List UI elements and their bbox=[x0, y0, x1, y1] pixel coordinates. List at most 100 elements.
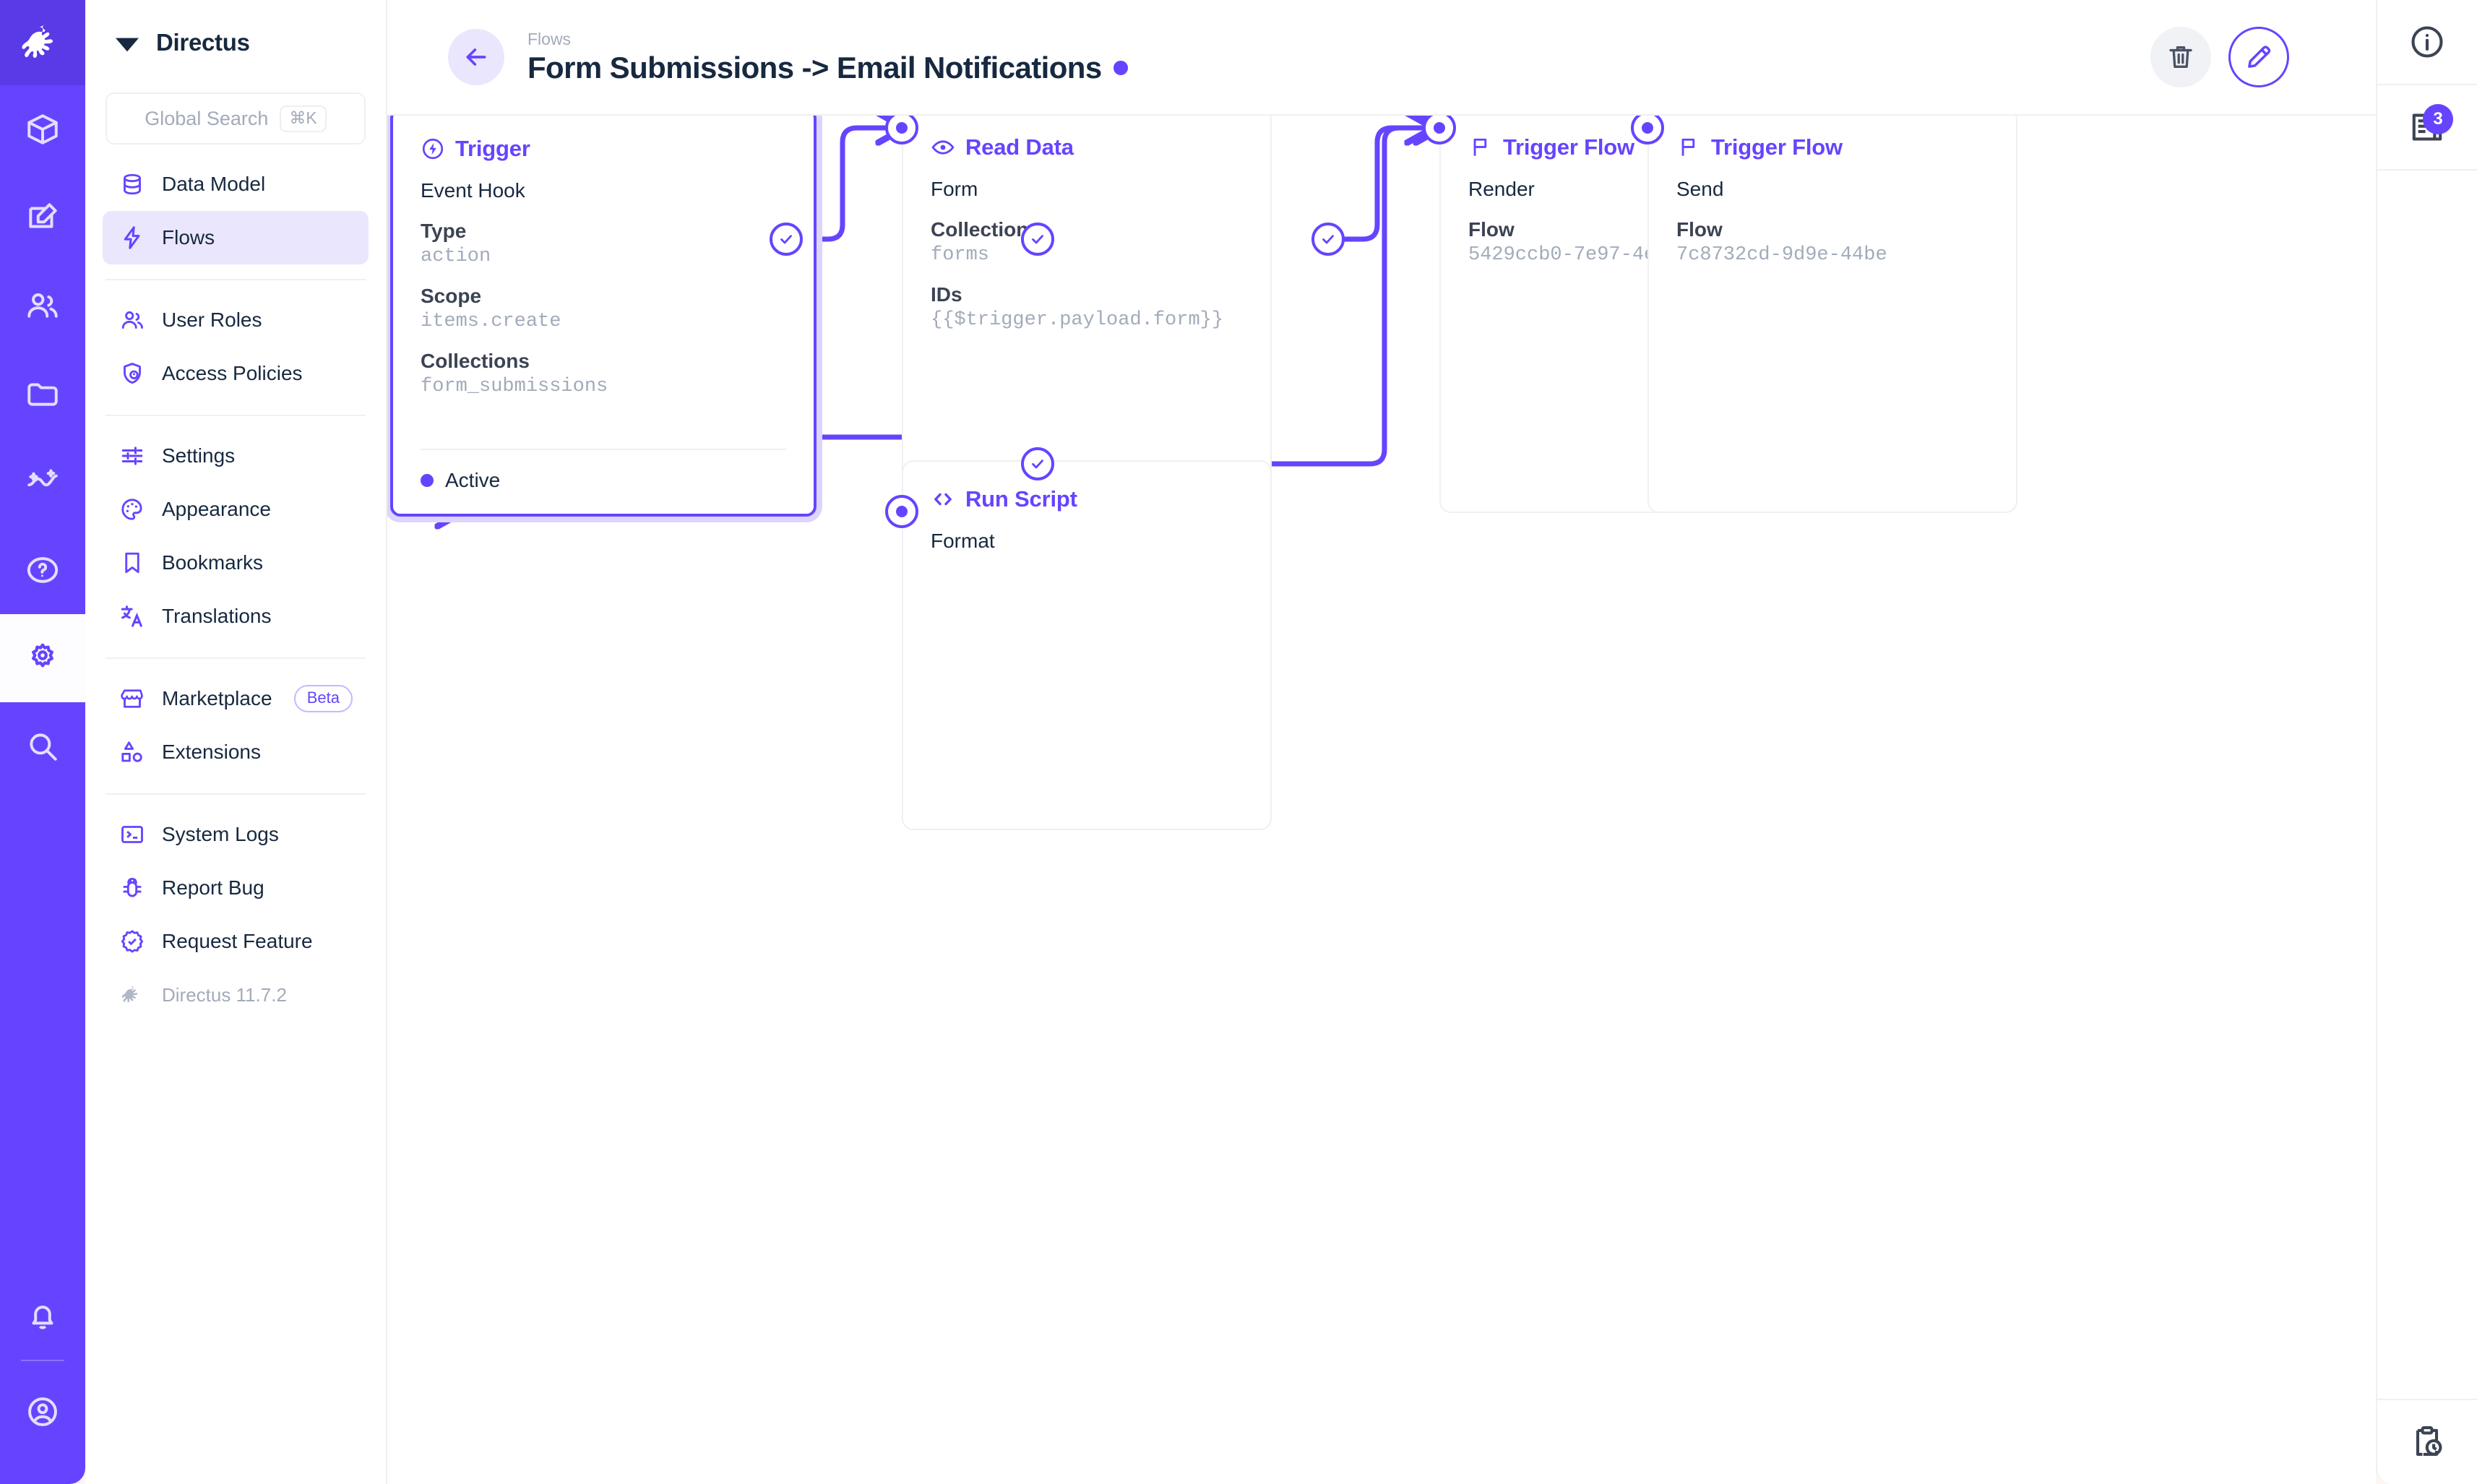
sidebar-item-version: Directus 11.7.2 bbox=[103, 968, 369, 1022]
node-field: Flow 5429ccb0-7e97-4ef5-9d65-2b… bbox=[1468, 218, 1780, 266]
delete-button[interactable] bbox=[2150, 27, 2211, 87]
sidebar-item-label: Access Policies bbox=[162, 362, 303, 384]
rail-item-file-library[interactable] bbox=[0, 350, 85, 438]
storefront-icon bbox=[119, 685, 146, 712]
back-button[interactable] bbox=[448, 29, 504, 85]
sidebar-item-user-roles[interactable]: User Roles bbox=[103, 293, 369, 347]
version-label: Directus 11.7.2 bbox=[162, 983, 287, 1006]
field-value: 7c8732cd-9d9e-44be bbox=[1676, 244, 1887, 266]
sidebar-item-bookmarks[interactable]: Bookmarks bbox=[103, 536, 369, 590]
field-value: {{$trigger.payload.form}} bbox=[931, 309, 1224, 331]
header-actions bbox=[2150, 27, 2289, 87]
node-field: Flow 7c8732cd-9d9e-44be bbox=[1676, 218, 1989, 266]
directus-mark-icon bbox=[116, 38, 139, 52]
rail-item-notifications[interactable] bbox=[0, 1272, 85, 1360]
port-trigger-flow-render-resolve[interactable] bbox=[1311, 223, 1345, 256]
rail-item-editor[interactable] bbox=[0, 173, 85, 262]
sidebar-item-system-logs[interactable]: System Logs bbox=[103, 808, 369, 861]
node-title-label: Trigger Flow bbox=[1711, 134, 1843, 160]
bolt-circle-icon bbox=[421, 137, 445, 161]
node-title: Trigger Flow bbox=[1676, 134, 1989, 160]
node-title-label: Trigger Flow bbox=[1503, 134, 1634, 160]
users-icon bbox=[27, 293, 58, 318]
field-label: Collections bbox=[421, 350, 530, 372]
sidebar-item-request-feature[interactable]: Request Feature bbox=[103, 915, 369, 968]
directus-logo[interactable] bbox=[0, 0, 85, 85]
sidebar-item-appearance[interactable]: Appearance bbox=[103, 483, 369, 536]
port-read-data-input[interactable] bbox=[885, 116, 918, 144]
header-titles: Flows Form Submissions -> Email Notifica… bbox=[527, 30, 1128, 85]
field-label: Collection bbox=[931, 218, 1029, 241]
sidebar-item-marketplace[interactable]: Marketplace Beta bbox=[103, 672, 369, 725]
sidebar-item-settings[interactable]: Settings bbox=[103, 429, 369, 483]
status-badge bbox=[1113, 60, 1128, 75]
tune-icon bbox=[119, 442, 146, 470]
node-key-label: Form bbox=[931, 178, 978, 200]
node-title: Read Data bbox=[931, 134, 1243, 160]
rail-item-help[interactable] bbox=[0, 526, 85, 614]
field-label: Flow bbox=[1468, 218, 1515, 241]
node-title-label: Run Script bbox=[965, 486, 1077, 512]
activity-button[interactable] bbox=[2377, 1399, 2477, 1484]
node-title: Trigger Flow bbox=[1468, 134, 1780, 160]
sidebar-item-extensions[interactable]: Extensions bbox=[103, 725, 369, 779]
beta-badge: Beta bbox=[293, 685, 353, 712]
shapes-icon bbox=[119, 738, 146, 766]
port-trigger-flow-send-input[interactable] bbox=[1631, 116, 1664, 144]
rail-item-settings[interactable] bbox=[0, 614, 85, 702]
sidebar-item-label: Settings bbox=[162, 444, 236, 467]
sidebar-item-label: Translations bbox=[162, 605, 272, 627]
port-run-script-resolve[interactable] bbox=[1021, 447, 1054, 480]
page-title: Form Submissions -> Email Notifications bbox=[527, 50, 1102, 85]
sidebar-item-label: Bookmarks bbox=[162, 551, 264, 574]
nav-group-access: User Roles Access Policies bbox=[85, 280, 386, 400]
edit-button[interactable] bbox=[2228, 27, 2289, 87]
check-icon bbox=[1032, 235, 1043, 244]
rail-item-insights[interactable] bbox=[0, 438, 85, 526]
sidebar-item-report-bug[interactable]: Report Bug bbox=[103, 861, 369, 915]
port-trigger-resolve[interactable] bbox=[770, 223, 803, 256]
flow-node-trigger-flow-send[interactable]: Trigger Flow Send Flow 7c8732cd-9d9e-44b… bbox=[1647, 116, 2017, 513]
title-row: Form Submissions -> Email Notifications bbox=[527, 51, 1128, 85]
port-run-script-input[interactable] bbox=[885, 495, 918, 528]
nav-divider bbox=[105, 415, 366, 416]
node-field: Type action bbox=[421, 220, 786, 267]
port-trigger-flow-render-input[interactable] bbox=[1423, 116, 1456, 144]
logs-button[interactable]: 3 bbox=[2377, 85, 2477, 171]
sidebar-item-access-policies[interactable]: Access Policies bbox=[103, 347, 369, 400]
search-shortcut-key: ⌘K bbox=[280, 105, 327, 132]
node-field: Collection forms bbox=[931, 218, 1243, 266]
flow-node-trigger[interactable]: Trigger Event Hook Type action Scope ite… bbox=[390, 116, 817, 517]
rail-item-account[interactable] bbox=[0, 1361, 85, 1462]
rail-item-search[interactable] bbox=[0, 702, 85, 790]
port-read-data-resolve[interactable] bbox=[1021, 223, 1054, 256]
field-value: forms bbox=[931, 244, 990, 266]
flow-node-run-script[interactable]: Run Script Format bbox=[902, 460, 1272, 830]
sidebar-item-label: Extensions bbox=[162, 741, 261, 763]
node-title-label: Trigger bbox=[455, 136, 530, 161]
code-icon bbox=[931, 487, 955, 512]
directus-rabbit-logo-icon bbox=[119, 981, 146, 1009]
node-field: Collections form_submissions bbox=[421, 350, 786, 397]
flow-canvas[interactable]: Trigger Event Hook Type action Scope ite… bbox=[387, 116, 2376, 1484]
node-status-footer: Active bbox=[421, 449, 786, 492]
nav-divider bbox=[105, 657, 366, 659]
search-area: Global Search ⌘K bbox=[85, 85, 386, 144]
sidebar-item-flows[interactable]: Flows bbox=[103, 211, 369, 264]
rail-item-content[interactable] bbox=[0, 85, 85, 173]
port-dot bbox=[896, 122, 908, 134]
account-circle-icon bbox=[28, 1397, 57, 1426]
flow-node-read-data[interactable]: Read Data Form Collection forms IDs {{$t… bbox=[902, 116, 1272, 513]
check-icon bbox=[1032, 460, 1043, 469]
eye-icon bbox=[931, 135, 955, 160]
info-button[interactable] bbox=[2377, 0, 2477, 85]
sidebar-item-translations[interactable]: Translations bbox=[103, 590, 369, 643]
check-icon bbox=[1322, 235, 1334, 244]
search-input[interactable]: Global Search ⌘K bbox=[105, 92, 366, 144]
sidebar-item-label: User Roles bbox=[162, 309, 262, 331]
field-value: action bbox=[421, 246, 491, 267]
right-sidebar: 3 bbox=[2376, 0, 2477, 1484]
rail-item-user-directory[interactable] bbox=[0, 262, 85, 350]
sidebar-item-data-model[interactable]: Data Model bbox=[103, 158, 369, 211]
breadcrumb[interactable]: Flows bbox=[527, 29, 572, 48]
